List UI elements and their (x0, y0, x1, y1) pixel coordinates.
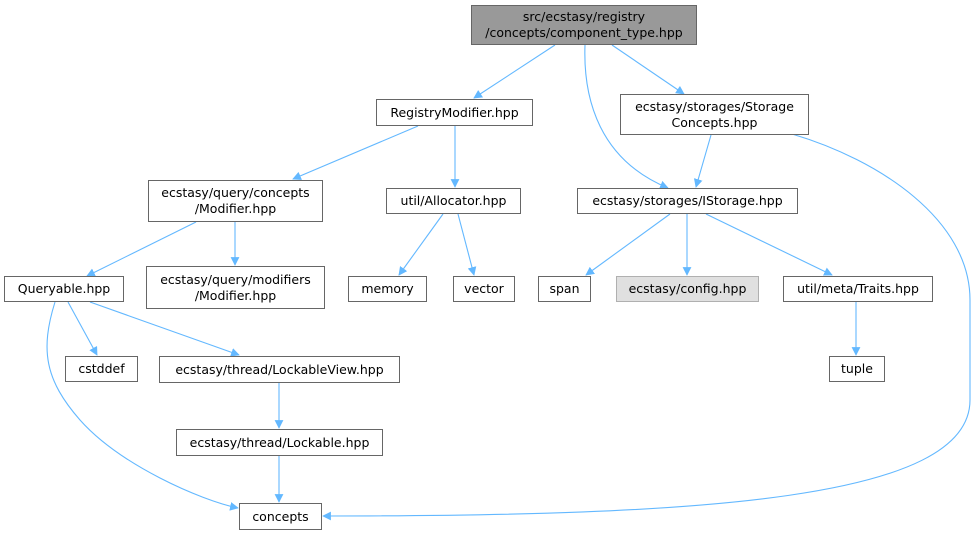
node-vector[interactable]: vector (453, 276, 515, 302)
edge-istorage-traits (705, 213, 833, 276)
edge-queryable-concepts (46, 301, 239, 511)
node-storage-concepts[interactable]: ecstasy/storages/Storage Concepts.hpp (620, 94, 809, 135)
node-memory[interactable]: memory (348, 276, 427, 302)
node-registry-modifier[interactable]: RegistryModifier.hpp (376, 99, 533, 126)
node-lockable[interactable]: ecstasy/thread/Lockable.hpp (176, 429, 383, 456)
edge-root-storage-concepts (611, 44, 685, 95)
node-queryable[interactable]: Queryable.hpp (4, 276, 124, 302)
edge-queryable-lockable-view (89, 301, 240, 357)
edge-allocator-vector (457, 213, 477, 276)
edge-storage-concepts-istorage (693, 134, 712, 188)
node-traits[interactable]: util/meta/Traits.hpp (783, 276, 933, 302)
edge-root-istorage (584, 44, 669, 190)
edge-istorage-span (585, 213, 671, 276)
node-concepts[interactable]: concepts (239, 503, 322, 530)
edge-allocator-memory (398, 213, 444, 276)
node-query-concepts-modifier[interactable]: ecstasy/query/concepts /Modifier.hpp (148, 180, 323, 222)
node-lockable-view[interactable]: ecstasy/thread/LockableView.hpp (159, 356, 400, 383)
edge-root-registry-modifier (473, 44, 556, 99)
edge-query-modifier-queryable (86, 221, 197, 277)
node-cstddef[interactable]: cstddef (65, 356, 138, 382)
edge-registry-modifier-query-modifier (292, 125, 419, 180)
node-tuple[interactable]: tuple (829, 356, 885, 382)
node-istorage[interactable]: ecstasy/storages/IStorage.hpp (577, 188, 798, 214)
node-span[interactable]: span (538, 276, 591, 302)
edge-queryable-cstddef (67, 301, 98, 356)
edge-storage-concepts-concepts (322, 133, 971, 521)
node-config: ecstasy/config.hpp (616, 276, 759, 302)
node-allocator[interactable]: util/Allocator.hpp (386, 188, 521, 214)
node-root-component-type: src/ecstasy/registry /concepts/component… (471, 5, 697, 45)
node-query-modifiers-modifier[interactable]: ecstasy/query/modifiers /Modifier.hpp (146, 266, 325, 309)
